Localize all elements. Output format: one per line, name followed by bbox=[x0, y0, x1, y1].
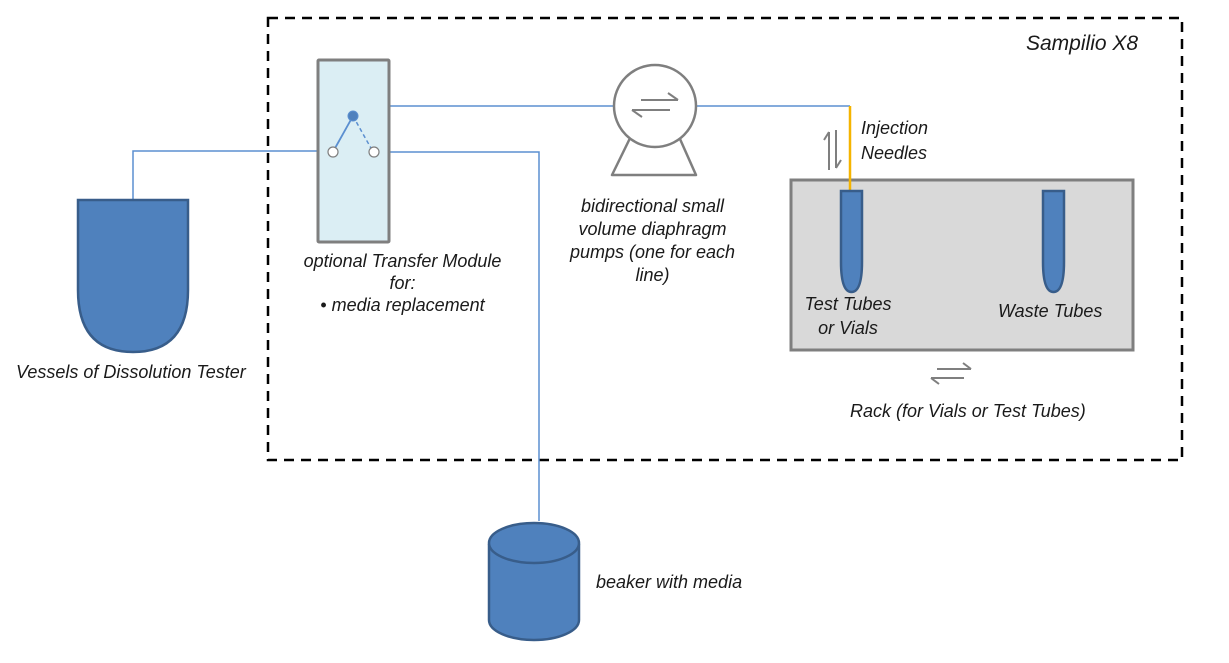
switch-common-port bbox=[347, 110, 359, 122]
tube-module-to-pump bbox=[352, 105, 616, 116]
rack-label: Rack (for Vials or Test Tubes) bbox=[850, 401, 1086, 421]
test-tubes-label-line1: Test Tubes bbox=[804, 294, 892, 314]
switch-arm-active bbox=[333, 115, 354, 151]
tube-module-to-beaker bbox=[374, 151, 540, 521]
up-down-arrows-icon bbox=[823, 130, 842, 170]
switch-port-beaker bbox=[368, 146, 380, 158]
needles-label: Injection Needles bbox=[861, 116, 928, 166]
pump-label-line1: bidirectional small bbox=[580, 196, 725, 216]
pump-label-line4: line) bbox=[635, 265, 670, 285]
vessels-label: Vessels of Dissolution Tester bbox=[16, 362, 246, 382]
beaker bbox=[487, 521, 581, 642]
pump-label-line2: volume diaphragm bbox=[578, 219, 727, 239]
dissolution-vessel bbox=[76, 198, 190, 354]
test-tubes-label-line2: or Vials bbox=[818, 318, 878, 338]
sampilio-boundary bbox=[266, 16, 1184, 462]
pump-label: bidirectional small volume diaphragm pum… bbox=[560, 195, 745, 287]
pump-icon bbox=[610, 63, 698, 177]
needles-label-line1: Injection bbox=[861, 118, 929, 138]
transfer-module-label-line3: • media replacement bbox=[320, 295, 485, 315]
beaker-label: beaker with media bbox=[596, 572, 743, 592]
switch-port-vessel bbox=[327, 146, 339, 158]
pump-label-line3: pumps (one for each bbox=[569, 242, 736, 262]
bidirectional-arrows-icon bbox=[631, 92, 679, 118]
waste-tube bbox=[1041, 189, 1066, 294]
transfer-module bbox=[316, 58, 391, 244]
test-tube bbox=[839, 189, 864, 294]
left-right-arrows-icon bbox=[930, 362, 972, 385]
needles-label-line2: Needles bbox=[861, 143, 928, 163]
tube-vessel-to-module bbox=[132, 150, 333, 199]
transfer-module-label-line1: optional Transfer Module bbox=[303, 251, 502, 271]
transfer-module-label-line2: for: bbox=[389, 273, 416, 293]
transfer-module-label: optional Transfer Module for: • media re… bbox=[290, 250, 515, 316]
system-title: Sampilio X8 bbox=[1026, 32, 1139, 55]
waste-tubes-label: Waste Tubes bbox=[998, 301, 1103, 321]
test-tubes-label: Test Tubes or Vials bbox=[793, 292, 903, 340]
